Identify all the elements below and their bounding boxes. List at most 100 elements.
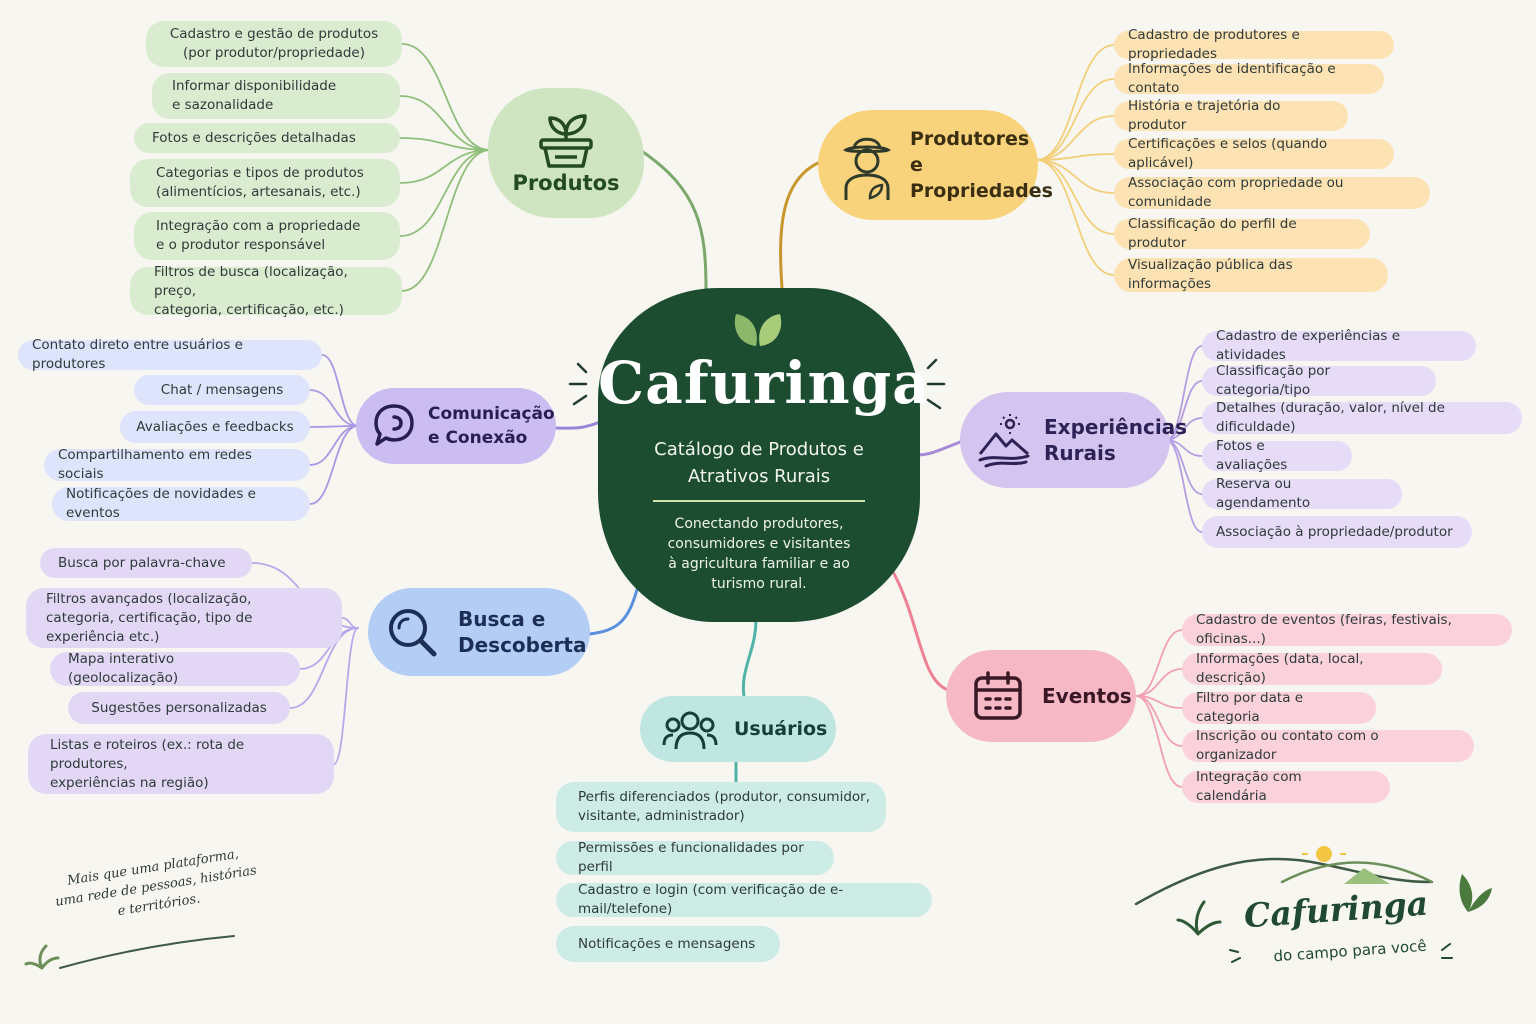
connector-line: [1035, 115, 1115, 161]
hub-busca-label: Busca e Descoberta: [458, 607, 587, 657]
connector-line: [1135, 695, 1183, 788]
produtores-item[interactable]: Cadastro de produtores e propriedades: [1114, 27, 1394, 62]
usuarios-item[interactable]: Cadastro e login (com verificação de e-m…: [556, 882, 932, 917]
connector-line: [1135, 629, 1183, 697]
produtores-item[interactable]: Informações de identificação e contato: [1114, 61, 1384, 96]
connector-line: [399, 149, 491, 184]
eventos-item[interactable]: Integração com calendária: [1182, 769, 1390, 804]
produtores-item[interactable]: Classificação do perfil de produtor: [1114, 216, 1370, 251]
connector-line: [289, 627, 359, 709]
connector-line: [399, 149, 491, 237]
hub-produtores[interactable]: Produtores e Propriedades: [818, 110, 1053, 220]
busca-item[interactable]: Sugestões personalizadas: [68, 692, 290, 724]
connector-line: [1135, 668, 1183, 697]
busca-item[interactable]: Mapa interativo (geolocalização): [50, 651, 300, 686]
plant-basket-icon: [539, 114, 593, 168]
experiencias-item[interactable]: Associação à propriedade/produtor: [1202, 516, 1472, 548]
sparkle-right-icon: [926, 358, 946, 410]
experiencias-item[interactable]: Detalhes (duração, valor, nível de dific…: [1202, 400, 1522, 435]
hub-experiencias[interactable]: Experiências Rurais: [960, 392, 1187, 488]
hub-comunicacao[interactable]: Comunicação e Conexão: [356, 388, 556, 464]
connector-line: [1165, 345, 1203, 441]
tagline-underline: [24, 935, 235, 970]
busca-item[interactable]: Busca por palavra-chave: [40, 548, 252, 578]
connector-line: [1035, 44, 1115, 161]
hub-usuarios[interactable]: Usuários: [640, 696, 836, 762]
experiencias-item[interactable]: Cadastro de experiências e atividades: [1202, 328, 1476, 363]
center-description: Conectando produtores, consumidores e vi…: [667, 516, 851, 592]
connector-line: [1135, 695, 1183, 747]
produtores-item[interactable]: Visualização pública das informações: [1114, 257, 1388, 292]
connector-line: [638, 148, 708, 292]
logo-sparkle-icon: [1229, 943, 1453, 963]
produtos-item[interactable]: Fotos e descrições detalhadas: [134, 123, 400, 153]
connector-line: [1165, 417, 1203, 441]
connector-line: [1035, 78, 1115, 161]
connector-line: [1035, 159, 1115, 235]
hub-eventos[interactable]: Eventos: [946, 650, 1136, 742]
produtos-item[interactable]: Filtros de busca (localização, preço, ca…: [130, 264, 402, 318]
hub-usuarios-label: Usuários: [734, 718, 828, 740]
connector-line: [1035, 153, 1115, 161]
produtos-item[interactable]: Cadastro e gestão de produtos (por produ…: [146, 21, 402, 67]
logo-landscape-icon: [1134, 842, 1492, 936]
busca-item[interactable]: Listas e roteiros (ex.: rota de produtor…: [28, 734, 334, 794]
chat-icon: [374, 404, 414, 446]
eventos-item[interactable]: Informações (data, local, descrição): [1182, 651, 1442, 686]
usuarios-item[interactable]: Permissões e funcionalidades por perfil: [556, 840, 834, 875]
comunicacao-item[interactable]: Notificações de novidades e eventos: [52, 486, 310, 521]
connector-line: [401, 149, 491, 292]
connector-line: [399, 137, 491, 151]
experiencias-item[interactable]: Classificação por categoria/tipo: [1202, 363, 1436, 398]
hub-produtos-label: Produtos: [512, 171, 620, 195]
connector-line: [309, 389, 359, 427]
search-icon: [389, 609, 437, 657]
produtos-item[interactable]: Informar disponibilidade e sazonalidade: [152, 73, 400, 119]
eventos-item[interactable]: Filtro por data e categoria: [1182, 690, 1376, 725]
connector-line: [321, 354, 359, 427]
produtores-item[interactable]: Certificações e selos (quando aplicável): [1114, 136, 1394, 171]
hub-produtos[interactable]: Produtos: [488, 88, 644, 218]
produtos-item[interactable]: Categorias e tipos de produtos (alimentí…: [130, 159, 400, 207]
connector-line: [916, 440, 962, 457]
usuarios-item[interactable]: Notificações e mensagens: [556, 926, 780, 962]
produtores-item[interactable]: Associação com propriedade ou comunidade: [1114, 175, 1430, 210]
produtores-item[interactable]: História e trajetória do produtor: [1114, 98, 1348, 133]
hub-comunicacao-label: Comunicação e Conexão: [428, 404, 555, 448]
connector-line: [1035, 159, 1115, 276]
experiencias-item[interactable]: Fotos e avaliações: [1202, 438, 1352, 473]
connector-line: [741, 618, 758, 698]
hub-busca[interactable]: Busca e Descoberta: [368, 588, 590, 676]
connector-line: [309, 425, 359, 466]
mountain-icon: [978, 414, 1030, 468]
connector-line: [1035, 159, 1115, 194]
connector-line: [890, 568, 950, 692]
comunicacao-item[interactable]: Contato direto entre usuários e produtor…: [18, 337, 322, 372]
center-node: Cafuringa Catálogo de Produtos e Atrativ…: [598, 288, 930, 622]
comunicacao-item[interactable]: Avaliações e feedbacks: [120, 411, 310, 443]
comunicacao-item[interactable]: Compartilhamento em redes sociais: [44, 447, 310, 482]
connector-line: [401, 43, 491, 151]
farmer-icon: [843, 137, 891, 200]
produtos-item[interactable]: Integração com a propriedade e o produto…: [134, 212, 400, 260]
hub-produtores-label: Produtores e Propriedades: [910, 128, 1053, 202]
eventos-item[interactable]: Cadastro de eventos (feiras, festivais, …: [1182, 612, 1512, 647]
sparkle-left-icon: [568, 362, 588, 406]
usuarios-item[interactable]: Perfis diferenciados (produtor, consumid…: [556, 782, 886, 832]
eventos-item[interactable]: Inscrição ou contato com o organizador: [1182, 728, 1474, 763]
connector-line: [1165, 439, 1203, 533]
users-icon: [662, 711, 718, 750]
connector-line: [1165, 380, 1203, 441]
connector-line: [399, 95, 491, 151]
leaf-icon: [734, 314, 782, 346]
connector-line: [779, 160, 822, 290]
calendar-icon: [974, 671, 1022, 720]
comunicacao-item[interactable]: Chat / mensagens: [134, 375, 310, 405]
center-subtitle: Catálogo de Produtos e Atrativos Rurais: [654, 439, 864, 487]
experiencias-item[interactable]: Reserva ou agendamento: [1202, 476, 1402, 511]
connector-line: [333, 627, 359, 765]
busca-item[interactable]: Filtros avançados (localização, categori…: [26, 588, 342, 648]
center-divider: [653, 500, 865, 502]
connector-line: [554, 420, 602, 430]
